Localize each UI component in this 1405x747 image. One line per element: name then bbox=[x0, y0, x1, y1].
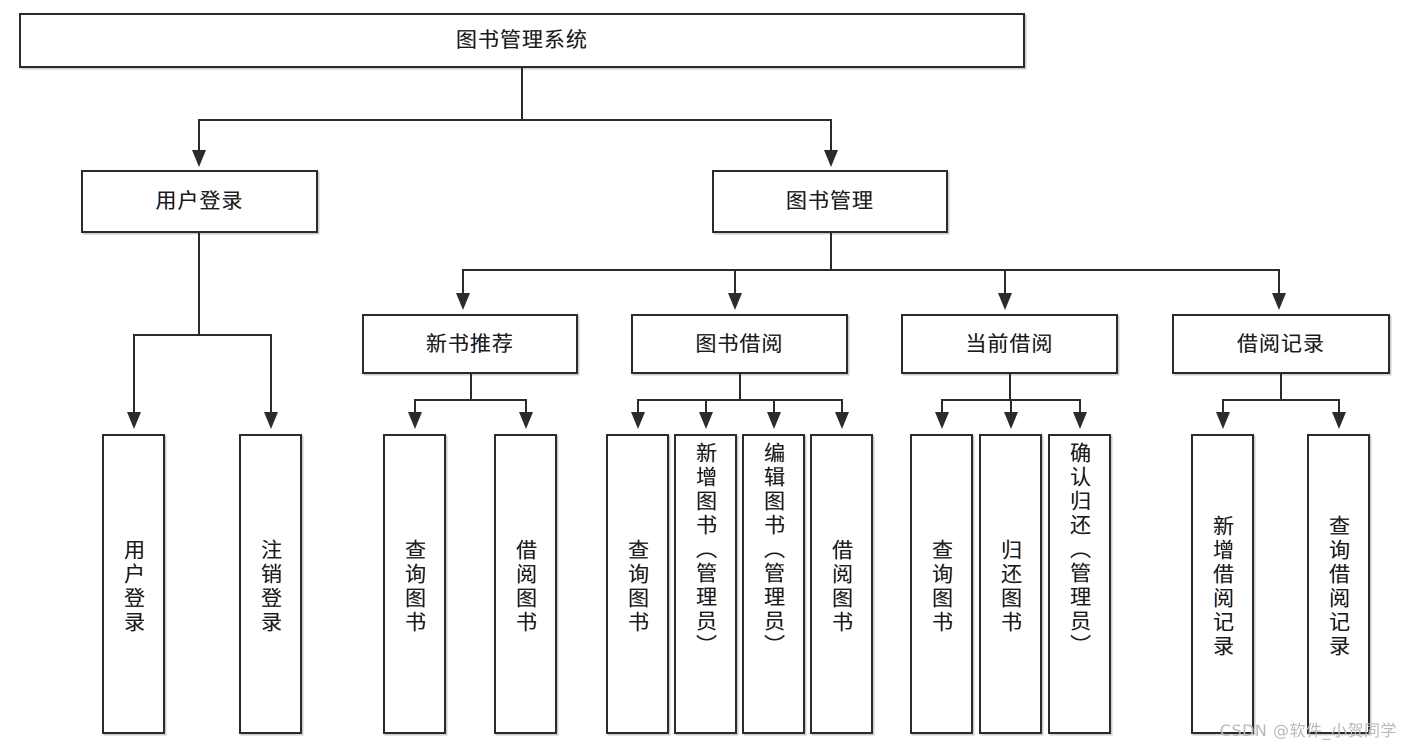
connector-borrow-record-bar bbox=[1222, 399, 1340, 402]
node-borrow-record[interactable]: 借阅记录 bbox=[1172, 314, 1390, 374]
arrow-bm-to-borrow-record bbox=[1272, 293, 1286, 310]
connector-borrow-record-stem bbox=[1280, 374, 1283, 401]
connector-book-management-stem bbox=[830, 233, 833, 271]
node-label: 用户登录 bbox=[121, 539, 146, 635]
arrow-bm-to-new-book bbox=[456, 293, 470, 310]
node-label: 查询图书 bbox=[929, 539, 954, 635]
connector-br-to-leaf-1 bbox=[1222, 399, 1225, 414]
arrow-bb-to-leaf-1 bbox=[631, 412, 645, 429]
arrow-bm-to-current-borrow bbox=[998, 293, 1012, 310]
node-label: 借阅图书 bbox=[829, 539, 854, 635]
leaf-query-books-recommend[interactable]: 查询图书 bbox=[383, 434, 446, 734]
connector-br-to-leaf-2 bbox=[1338, 399, 1341, 414]
connector-bb-to-leaf-1 bbox=[637, 399, 640, 414]
connector-new-book-stem bbox=[470, 374, 473, 401]
leaf-edit-book-admin[interactable]: 编辑图书（管理员） bbox=[742, 434, 805, 734]
node-label: 查询借阅记录 bbox=[1326, 515, 1351, 659]
leaf-borrow-books[interactable]: 借阅图书 bbox=[810, 434, 873, 734]
leaf-return-books[interactable]: 归还图书 bbox=[979, 434, 1042, 734]
connector-book-borrow-stem bbox=[739, 374, 742, 401]
arrow-root-to-book-management bbox=[824, 150, 838, 167]
connector-root-to-user-login bbox=[198, 119, 201, 153]
arrow-nb-to-leaf-1 bbox=[408, 412, 422, 429]
connector-cb-to-leaf-3 bbox=[1079, 399, 1082, 414]
leaf-logout[interactable]: 注销登录 bbox=[239, 434, 302, 734]
node-label: 新增借阅记录 bbox=[1210, 515, 1235, 659]
connector-nb-to-leaf-1 bbox=[414, 399, 417, 414]
arrow-cb-to-leaf-2 bbox=[1004, 412, 1018, 429]
arrow-bb-to-leaf-4 bbox=[835, 412, 849, 429]
node-label: 图书管理 bbox=[786, 189, 874, 214]
node-label: 确认归还（管理员） bbox=[1067, 442, 1092, 658]
connector-bm-to-new-book bbox=[462, 269, 465, 295]
connector-bm-to-borrow-record bbox=[1278, 269, 1281, 295]
connector-book-management-bar bbox=[462, 269, 1280, 272]
node-book-borrow[interactable]: 图书借阅 bbox=[631, 314, 848, 374]
arrow-root-to-user-login bbox=[192, 150, 206, 167]
node-root-book-management-system[interactable]: 图书管理系统 bbox=[19, 13, 1025, 68]
arrow-user-login-to-leaf-1 bbox=[127, 412, 141, 429]
leaf-confirm-return-admin[interactable]: 确认归还（管理员） bbox=[1048, 434, 1111, 734]
node-label: 编辑图书（管理员） bbox=[761, 442, 786, 658]
node-label: 借阅图书 bbox=[513, 539, 538, 635]
connector-bm-to-book-borrow bbox=[734, 269, 737, 295]
connector-root-stem bbox=[521, 68, 524, 120]
node-label: 归还图书 bbox=[998, 539, 1023, 635]
node-label: 用户登录 bbox=[155, 189, 244, 214]
node-label: 借阅记录 bbox=[1237, 331, 1325, 356]
arrow-cb-to-leaf-3 bbox=[1073, 412, 1087, 429]
leaf-add-borrow-record[interactable]: 新增借阅记录 bbox=[1191, 434, 1254, 734]
node-label: 查询图书 bbox=[625, 539, 650, 635]
connector-user-login-stem bbox=[198, 233, 201, 336]
connector-bb-to-leaf-2 bbox=[705, 399, 708, 414]
arrow-bm-to-book-borrow bbox=[728, 293, 742, 310]
connector-new-book-bar bbox=[414, 399, 527, 402]
connector-cb-to-leaf-2 bbox=[1010, 399, 1013, 414]
connector-bb-to-leaf-4 bbox=[841, 399, 844, 414]
node-label: 图书管理系统 bbox=[456, 28, 588, 53]
connector-nb-to-leaf-2 bbox=[525, 399, 528, 414]
node-label: 当前借阅 bbox=[965, 331, 1054, 356]
arrow-br-to-leaf-1 bbox=[1216, 412, 1230, 429]
connector-cb-to-leaf-1 bbox=[941, 399, 944, 414]
node-label: 图书借阅 bbox=[695, 331, 784, 356]
leaf-add-book-admin[interactable]: 新增图书（管理员） bbox=[674, 434, 737, 734]
connector-root-to-book-management bbox=[830, 119, 833, 153]
arrow-br-to-leaf-2 bbox=[1332, 412, 1346, 429]
connector-bb-to-leaf-3 bbox=[773, 399, 776, 414]
connector-user-login-bar bbox=[133, 334, 272, 337]
node-label: 注销登录 bbox=[258, 539, 283, 635]
arrow-cb-to-leaf-1 bbox=[935, 412, 949, 429]
node-user-login[interactable]: 用户登录 bbox=[81, 170, 318, 233]
connector-user-login-to-leaf-2 bbox=[270, 334, 273, 414]
arrow-user-login-to-leaf-2 bbox=[264, 412, 278, 429]
node-label: 查询图书 bbox=[402, 539, 427, 635]
connector-bm-to-current-borrow bbox=[1004, 269, 1007, 295]
leaf-user-login[interactable]: 用户登录 bbox=[102, 434, 165, 734]
connector-current-borrow-stem bbox=[1009, 374, 1012, 401]
leaf-query-books-current[interactable]: 查询图书 bbox=[910, 434, 973, 734]
connector-book-borrow-bar bbox=[637, 399, 842, 402]
connector-user-login-to-leaf-1 bbox=[133, 334, 136, 414]
node-book-management[interactable]: 图书管理 bbox=[712, 170, 948, 233]
leaf-query-books-borrow[interactable]: 查询图书 bbox=[606, 434, 669, 734]
node-label: 新书推荐 bbox=[426, 331, 514, 356]
leaf-query-borrow-record[interactable]: 查询借阅记录 bbox=[1307, 434, 1370, 734]
arrow-nb-to-leaf-2 bbox=[519, 412, 533, 429]
arrow-bb-to-leaf-3 bbox=[767, 412, 781, 429]
arrow-bb-to-leaf-2 bbox=[699, 412, 713, 429]
connector-root-bar bbox=[198, 119, 832, 122]
node-new-book-recommend[interactable]: 新书推荐 bbox=[362, 314, 578, 374]
node-label: 新增图书（管理员） bbox=[693, 442, 718, 658]
leaf-borrow-books-recommend[interactable]: 借阅图书 bbox=[494, 434, 557, 734]
node-current-borrow[interactable]: 当前借阅 bbox=[901, 314, 1118, 374]
